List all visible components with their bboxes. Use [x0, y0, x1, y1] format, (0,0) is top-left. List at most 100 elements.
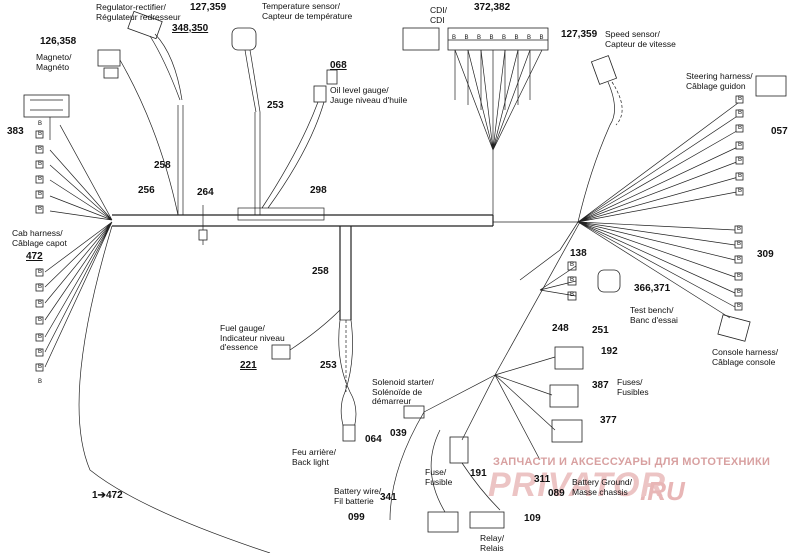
- pin-letter: B: [477, 35, 482, 41]
- ref-253-bottom: 253: [320, 360, 337, 371]
- ref-064: 064: [365, 434, 382, 445]
- ref-138: 138: [570, 248, 587, 259]
- label-fuse: Fuse/ Fusible: [425, 467, 453, 487]
- console-fan: [577, 221, 751, 342]
- pin-letter: B: [737, 226, 742, 232]
- ref-057: 057: [771, 126, 788, 137]
- fuel-and-back-light: [271, 309, 356, 442]
- pin-letter: B: [738, 110, 743, 116]
- pin-letter: B: [489, 35, 494, 41]
- ref-251: 251: [592, 325, 609, 336]
- ref-472: 472: [26, 251, 43, 262]
- speed-sensor: [577, 55, 623, 223]
- pin-letter: B: [737, 241, 742, 247]
- ref-348350: 348,350: [172, 23, 209, 34]
- pin-letter: B: [38, 191, 43, 197]
- label-relay: Relay/ Relais: [480, 533, 505, 553]
- label-fuses: Fuses/ Fusibles: [617, 377, 649, 397]
- ref-068: 068: [330, 60, 347, 71]
- pin-letter: B: [539, 35, 544, 41]
- label-battery-wire: Battery wire/ Fil batterie: [334, 486, 382, 506]
- pin-letter: B: [38, 317, 43, 323]
- test-bench: [519, 221, 621, 301]
- pin-letter: B: [38, 269, 43, 275]
- ref-089: 089: [548, 488, 565, 499]
- ref-383: 383: [7, 126, 24, 137]
- pin-letter: B: [570, 292, 575, 298]
- pin-letter: B: [38, 364, 43, 370]
- label-solenoid: Solenoid starter/ Solénoïde de démarreur: [372, 377, 434, 406]
- ref-311: 311: [534, 474, 551, 485]
- label-temp-sensor: Temperature sensor/ Capteur de températu…: [262, 1, 353, 21]
- ref-039: 039: [390, 428, 407, 439]
- pin-letter: B: [737, 256, 742, 262]
- pin-letter: B: [452, 35, 457, 41]
- pin-letter: B: [38, 176, 43, 182]
- ref-191: 191: [470, 468, 487, 479]
- pin-letter: B: [527, 35, 532, 41]
- oil-gauge-connector: [261, 69, 338, 209]
- ref-377: 377: [600, 415, 617, 426]
- left-top-fan: [23, 94, 113, 221]
- label-test-bench: Test bench/ Banc d'essai: [630, 305, 678, 325]
- ref-1-472: 1➔472: [92, 490, 123, 501]
- pin-letter: B: [737, 303, 742, 309]
- watermark-tagline: ЗАПЧАСТИ И АКСЕССУАРЫ ДЛЯ МОТОТЕХНИКИ: [493, 456, 771, 468]
- pin-letter: B: [38, 206, 43, 212]
- ref-221: 221: [240, 360, 257, 371]
- pin-letter: B: [38, 146, 43, 152]
- pin-letter: B: [38, 379, 43, 385]
- pin-letter: B: [737, 289, 742, 295]
- label-regulator: Regulator-rectifier/ Régulateur redresse…: [96, 2, 181, 22]
- ref-127359-temp: 127,359: [190, 2, 227, 13]
- pin-letter: B: [464, 35, 469, 41]
- ref-264: 264: [197, 187, 214, 198]
- ref-109: 109: [524, 513, 541, 524]
- ref-256: 256: [138, 185, 155, 196]
- ref-248: 248: [552, 323, 569, 334]
- ref-258-mid: 258: [312, 266, 329, 277]
- ref-126358: 126,358: [40, 36, 77, 47]
- left-bottom-fan: [35, 221, 271, 553]
- pin-letter: B: [38, 131, 43, 137]
- pin-letter: B: [502, 35, 507, 41]
- steering-fan: [577, 75, 787, 223]
- label-speed-sensor: Speed sensor/ Capteur de vitesse: [605, 29, 676, 49]
- pin-letter: B: [737, 273, 742, 279]
- ref-099: 099: [348, 512, 365, 523]
- pin-letter: B: [738, 188, 743, 194]
- pin-letter: B: [738, 96, 743, 102]
- pin-letter: B: [38, 334, 43, 340]
- ref-127359-speed: 127,359: [561, 29, 598, 40]
- pin-letter: B: [38, 161, 43, 167]
- ref-387: 387: [592, 380, 609, 391]
- label-cab: Cab harness/ Câblage capot: [12, 228, 67, 248]
- label-console: Console harness/ Câblage console: [712, 347, 779, 367]
- pin-letter: B: [738, 142, 743, 148]
- label-back-light: Feu arrière/ Back light: [292, 447, 336, 467]
- label-magneto: Magneto/ Magnéto: [36, 52, 72, 72]
- ref-298: 298: [310, 185, 327, 196]
- pin-letter: B: [738, 173, 743, 179]
- watermark-brand: PRIVATOR: [488, 466, 667, 504]
- main-harness: [112, 105, 578, 441]
- pin-letter: B: [514, 35, 519, 41]
- pin-letter: B: [570, 277, 575, 283]
- ref-192: 192: [601, 346, 618, 357]
- pin-letter: B: [738, 157, 743, 163]
- ref-341: 341: [380, 492, 397, 503]
- label-oil-gauge: Oil level gauge/ Jauge niveau d'huile: [330, 85, 408, 105]
- pin-letter: B: [38, 284, 43, 290]
- pin-letter: B: [738, 125, 743, 131]
- ref-258-top: 258: [154, 160, 171, 171]
- pin-letter: B: [570, 262, 575, 268]
- label-steering: Steering harness/ Câblage guidon: [686, 71, 753, 91]
- pin-letter: B: [38, 121, 43, 127]
- ref-253-top: 253: [267, 100, 284, 111]
- pin-letter: B: [38, 300, 43, 306]
- top-left-components: [97, 10, 261, 216]
- ref-372382: 372,382: [474, 2, 511, 13]
- label-battery-ground: Battery Ground/ Masse chassis: [572, 477, 633, 497]
